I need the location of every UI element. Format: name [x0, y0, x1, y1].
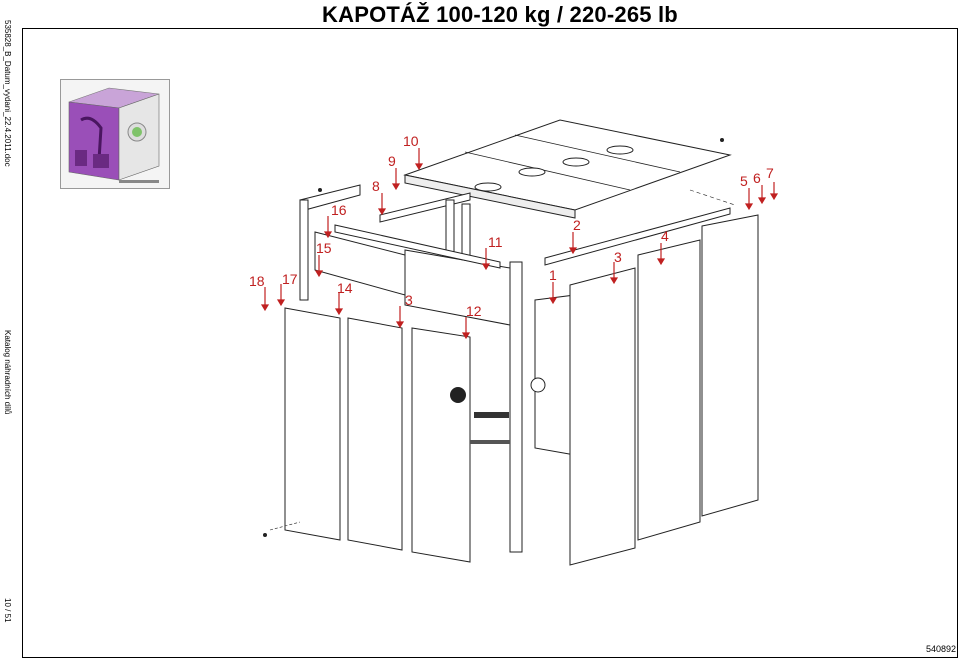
callout-14: 14	[337, 280, 353, 296]
callout-12: 12	[466, 303, 482, 319]
callout-17: 17	[282, 271, 298, 287]
callout-18: 18	[249, 273, 265, 289]
callout-3a: 3	[614, 249, 622, 265]
callout-8: 8	[372, 178, 380, 194]
callout-5: 5	[740, 173, 748, 189]
callout-4: 4	[661, 228, 669, 244]
machine-thumbnail	[60, 79, 170, 189]
callout-10: 10	[403, 133, 419, 149]
callout-7: 7	[766, 165, 774, 181]
drawing-frame	[22, 28, 958, 658]
callout-2: 2	[573, 217, 581, 233]
callout-11: 11	[488, 234, 503, 250]
callout-1: 1	[549, 267, 557, 283]
callout-15: 15	[316, 240, 332, 256]
page-title: KAPOTÁŽ 100-120 kg / 220-265 lb	[322, 2, 678, 27]
callout-6: 6	[753, 170, 761, 186]
callout-16: 16	[331, 202, 347, 218]
drawing-code: 540892	[925, 644, 956, 654]
callout-3b: 3	[405, 292, 413, 308]
callout-9: 9	[388, 153, 396, 169]
